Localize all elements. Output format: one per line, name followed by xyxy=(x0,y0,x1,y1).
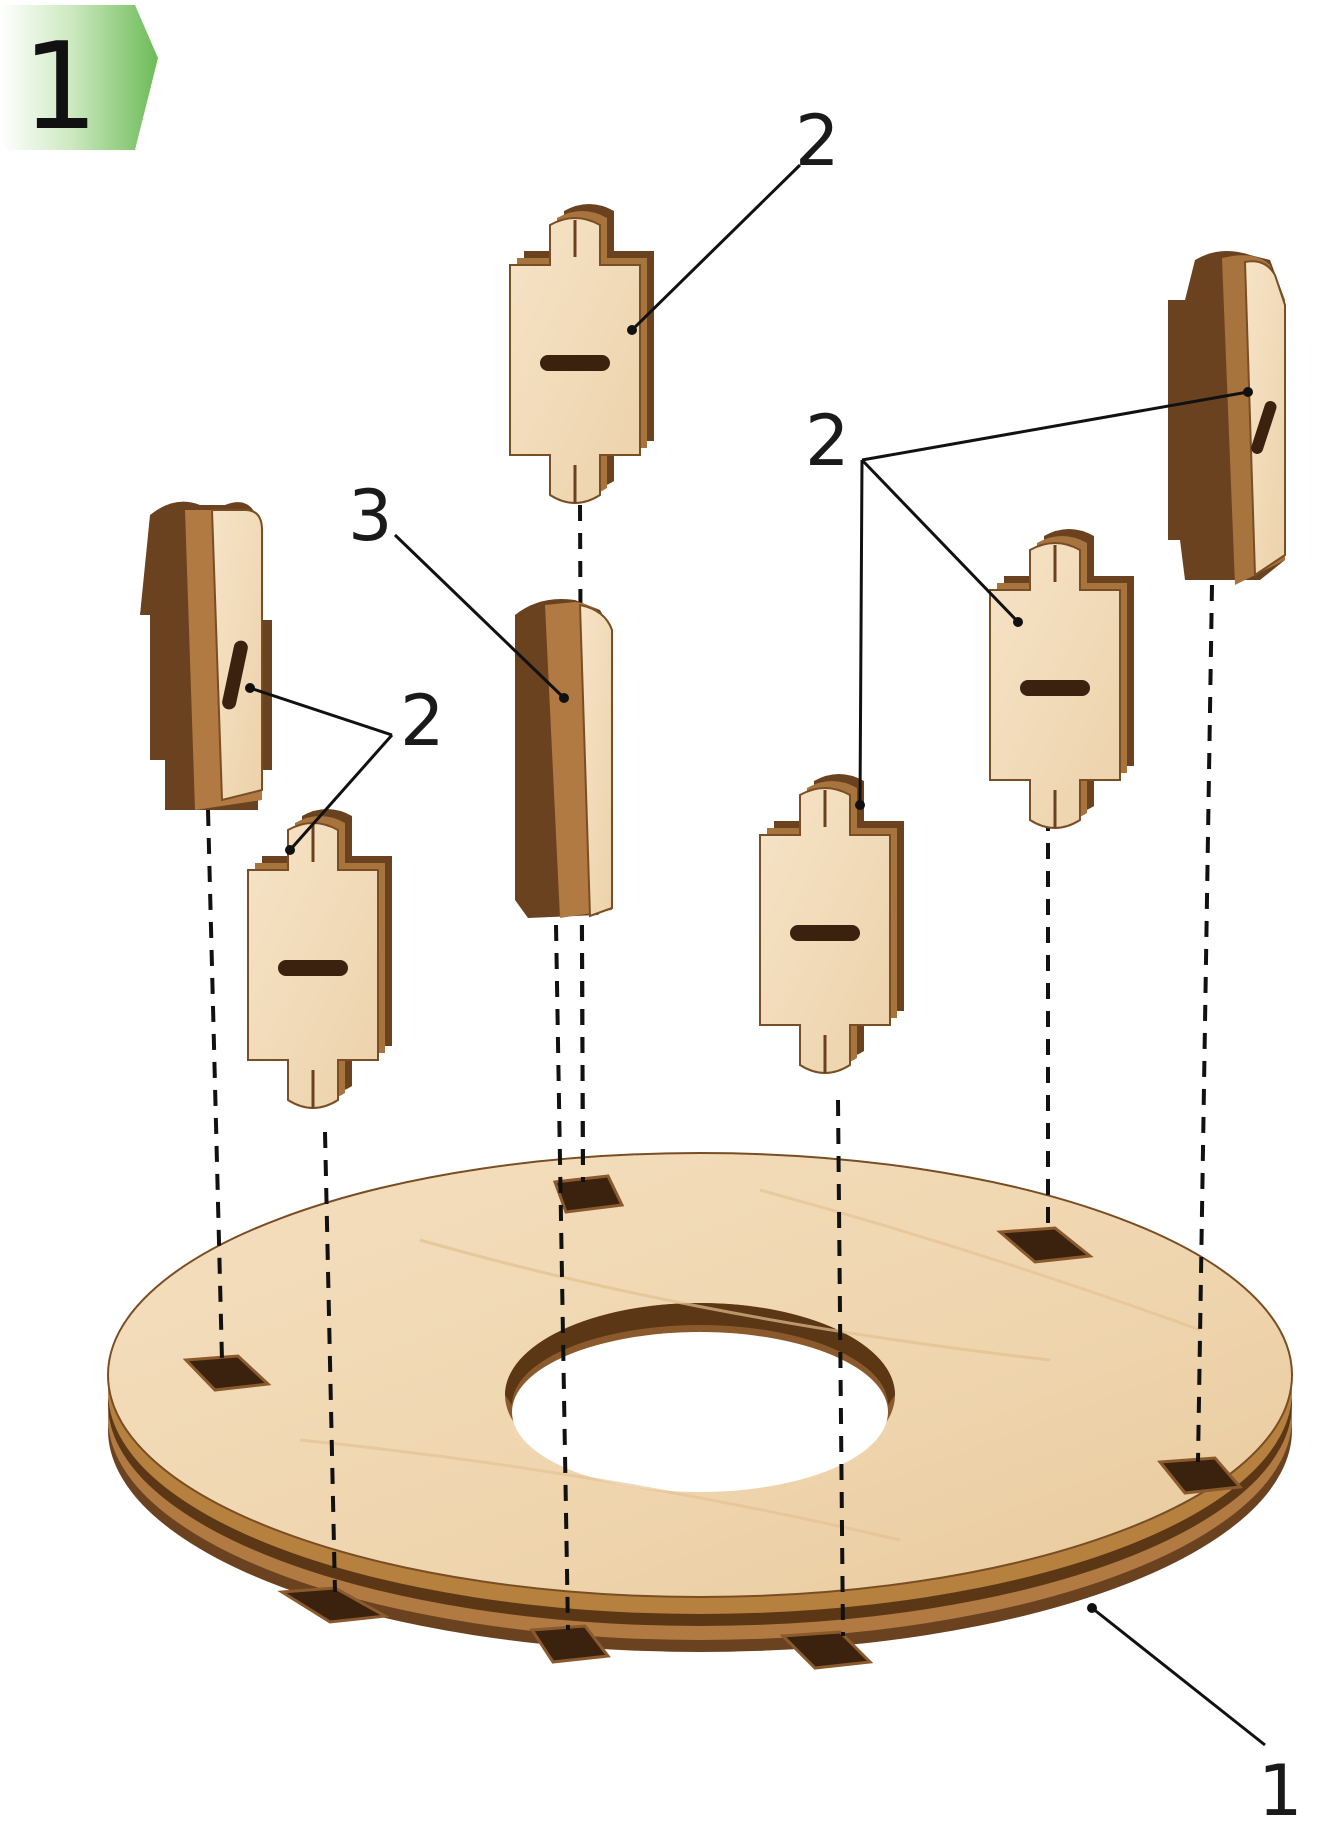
callout-1: 1 xyxy=(1258,1750,1303,1832)
post-front-center xyxy=(758,772,906,1075)
callout-2-right: 2 xyxy=(805,400,850,482)
post-right-middle xyxy=(988,527,1136,830)
post-middle-narrow xyxy=(515,599,613,918)
step-number: 1 xyxy=(22,18,98,157)
post-right-top-side xyxy=(1168,251,1286,585)
leader-lines xyxy=(249,163,1266,1747)
base-disc xyxy=(107,1152,1293,1652)
slot xyxy=(552,1174,625,1214)
slot xyxy=(779,1630,874,1670)
step-badge: 1 xyxy=(0,5,158,157)
slot xyxy=(277,1586,390,1624)
post-left-side xyxy=(140,501,272,810)
post-front-left xyxy=(246,807,394,1110)
callout-3: 3 xyxy=(348,475,393,557)
slot xyxy=(996,1226,1094,1264)
callout-2-top: 2 xyxy=(795,100,840,182)
callout-2-left: 2 xyxy=(400,680,445,762)
post-top-center xyxy=(508,202,656,505)
leader-dots xyxy=(245,325,1253,1613)
